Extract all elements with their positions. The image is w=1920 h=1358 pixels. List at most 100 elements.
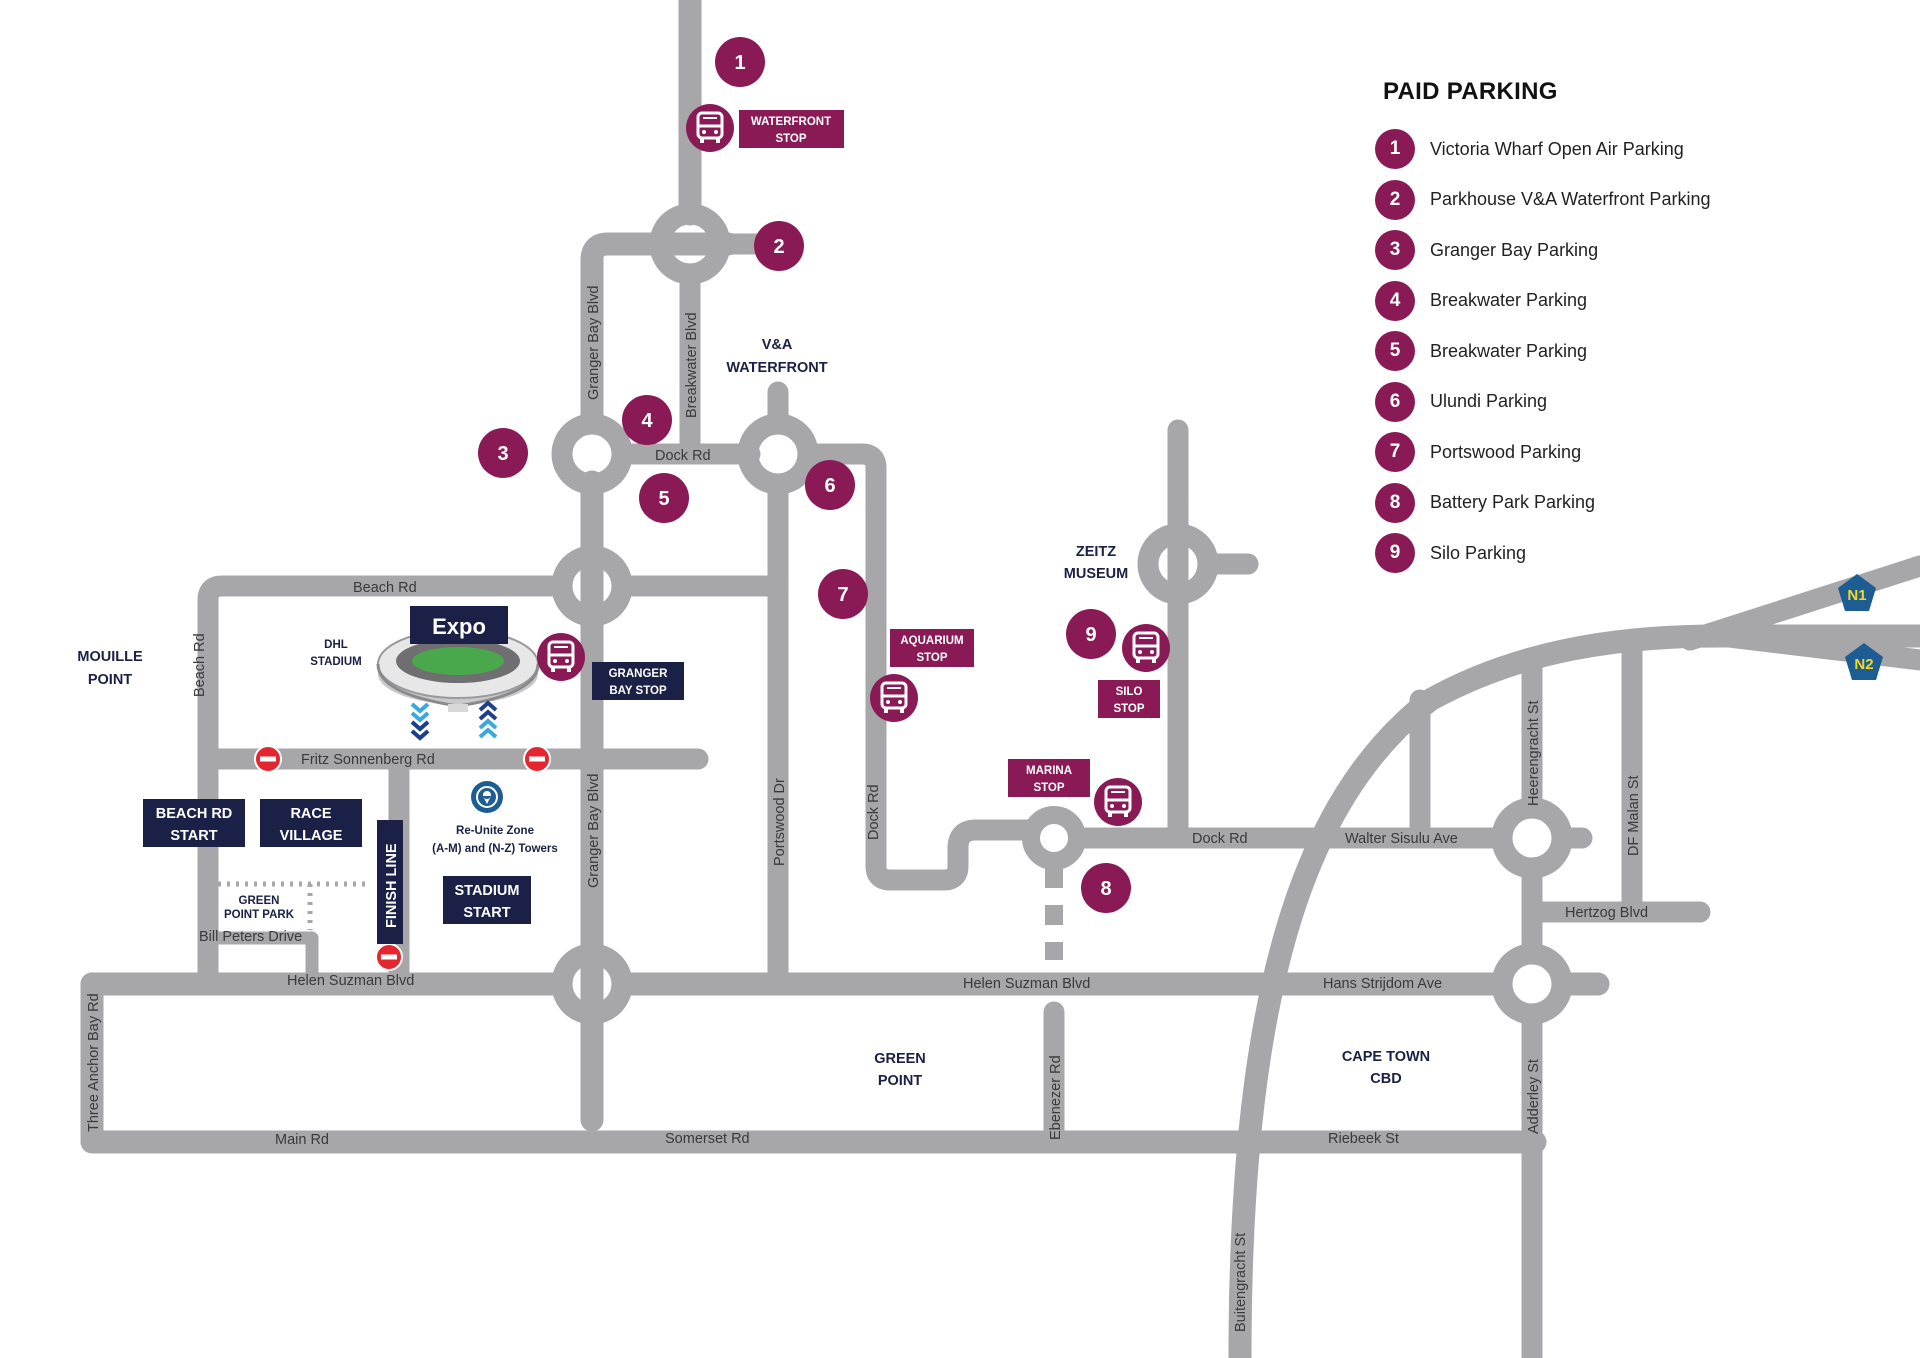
roundabout [1022,806,1086,870]
road-label: Portswood Dr [772,778,788,866]
race-village-line2: VILLAGE [280,828,343,844]
area-labels: V&A WATERFRONT ZEITZ MUSEUM MOUILLE POIN… [77,337,1430,1089]
no-entry-icon [254,745,282,773]
legend-badge: 9 [1375,533,1415,574]
silo-stop[interactable]: SILO STOP [1098,622,1172,718]
stop-label: STOP [1113,703,1144,715]
stadium-start-line1: STADIUM [455,883,520,899]
area-label: STADIUM [310,656,362,668]
legend-label: Parkhouse V&A Waterfront Parking [1430,189,1711,210]
stop-label: MARINA [1026,765,1072,777]
stadium-start-label: STADIUM START [443,876,531,924]
area-label: POINT PARK [224,909,295,921]
legend-item[interactable]: 3 Granger Bay Parking [1375,225,1795,276]
roundabout [748,424,808,484]
legend-item[interactable]: 1 Victoria Wharf Open Air Parking [1375,124,1795,175]
road-label: Helen Suzman Blvd [287,973,414,989]
road-label: Dock Rd [655,448,711,464]
aquarium-stop[interactable]: AQUARIUM STOP [868,629,974,724]
marker-number: 1 [734,52,745,74]
road-label: Bill Peters Drive [199,929,302,945]
bus-icon [535,631,587,683]
area-label: (A-M) and (N-Z) Towers [432,843,558,855]
area-label: CBD [1370,1071,1401,1087]
area-label: Re-Unite Zone [456,825,534,837]
legend-badge: 2 [1375,179,1415,220]
stop-label: AQUARIUM [900,635,963,647]
road-label: Beach Rd [353,580,417,596]
stadium-icon [376,629,540,712]
beach-rd-start-label: BEACH RD START [143,799,245,847]
marker-number: 9 [1085,624,1096,646]
legend-label: Granger Bay Parking [1430,239,1599,260]
legend-label: Victoria Wharf Open Air Parking [1430,138,1684,159]
legend-badge: 6 [1375,381,1415,422]
parking-marker-1[interactable]: 1 [715,37,765,87]
parking-marker-5[interactable]: 5 [639,473,689,523]
legend-label: Breakwater Parking [1430,340,1588,361]
road-label: Hans Strijdom Ave [1323,976,1442,992]
parking-marker-3[interactable]: 3 [478,428,528,478]
highway-n2-label: N2 [1854,656,1873,673]
road-label: Granger Bay Blvd [586,774,602,888]
area-label: GREEN [874,1051,926,1067]
area-label: POINT [88,672,132,688]
parking-marker-7[interactable]: 7 [818,569,868,619]
area-label: MUSEUM [1064,566,1128,582]
stop-label: SILO [1116,686,1143,698]
road-label: Somerset Rd [665,1131,750,1147]
road-label: Main Rd [275,1132,329,1148]
road-label: Dock Rd [866,784,882,840]
marker-number: 2 [773,236,784,258]
marina-stop[interactable]: MARINA STOP [1008,759,1144,828]
marker-number: 5 [658,488,669,510]
granger-bay-stop[interactable]: GRANGER BAY STOP [535,631,684,700]
beach-start-line1: BEACH RD [156,806,233,822]
legend-badge: 1 [1375,129,1415,170]
road-label: Fritz Sonnenberg Rd [301,752,435,768]
area-label: WATERFRONT [726,360,827,376]
roundabout [1502,954,1562,1014]
parking-marker-4[interactable]: 4 [622,395,672,445]
chevron-up-icon [478,700,498,739]
stadium-start-line2: START [463,905,510,921]
expo-label: Expo [410,606,508,644]
stop-label: STOP [1033,782,1064,794]
marker-number: 4 [641,410,653,432]
area-label: V&A [762,337,793,353]
road-label: Helen Suzman Blvd [963,976,1090,992]
road-label: Three Anchor Bay Rd [86,993,102,1132]
road-label: Breakwater Blvd [684,312,700,418]
stop-label: STOP [775,133,806,145]
stop-label: STOP [916,652,947,664]
marker-number: 7 [837,584,848,606]
legend-item[interactable]: 2 Parkhouse V&A Waterfront Parking [1375,175,1795,226]
legend-label: Ulundi Parking [1430,391,1548,412]
road-label: Granger Bay Blvd [586,286,602,400]
highway-n1-badge: N1 [1838,574,1876,611]
road-label: Heerengracht St [1526,700,1542,806]
parking-marker-2[interactable]: 2 [754,221,804,271]
legend-badge: 3 [1375,230,1415,271]
finish-line-label: FINISH LINE [377,820,403,944]
no-entry-icon [375,943,403,971]
waterfront-stop[interactable]: WATERFRONT STOP [684,102,844,154]
expo-text: Expo [432,614,486,639]
parking-marker-8[interactable]: 8 [1081,863,1131,913]
road-label: Beach Rd [192,633,208,697]
stop-label: BAY STOP [609,685,667,697]
marker-number: 8 [1100,878,1111,900]
legend-item[interactable]: 6 Ulundi Parking [1375,377,1795,428]
legend-label: Battery Park Parking [1430,492,1596,513]
parking-marker-6[interactable]: 6 [805,460,855,510]
parking-marker-9[interactable]: 9 [1066,609,1116,659]
road-labels: Granger Bay Blvd Breakwater Blvd Dock Rd… [86,286,1648,1332]
race-village-line1: RACE [290,806,331,822]
